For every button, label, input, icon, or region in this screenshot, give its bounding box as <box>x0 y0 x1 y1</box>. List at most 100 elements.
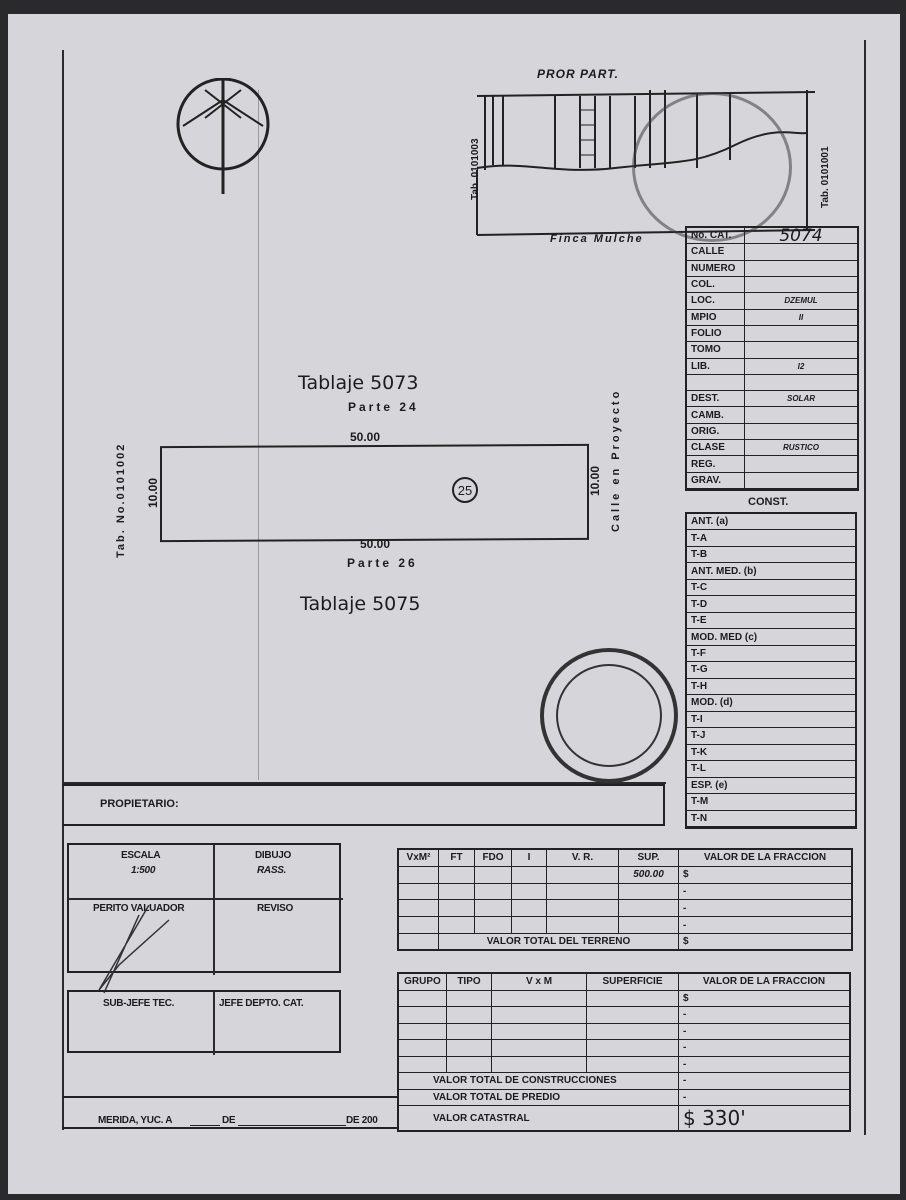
const-row: T-A <box>687 530 855 547</box>
cons-cell <box>399 1023 447 1039</box>
lot-number-badge: 25 <box>452 477 478 503</box>
const-label: T-K <box>691 746 708 758</box>
info-value: I2 <box>797 361 805 371</box>
land-cell <box>512 883 547 900</box>
land-cell <box>512 917 547 933</box>
land-cell: - <box>683 919 687 931</box>
frame-left-border <box>62 50 64 1130</box>
const-label: ESP. (e) <box>691 779 728 791</box>
info-label: COL. <box>687 276 745 293</box>
const-row: T-K <box>687 745 855 762</box>
cons-row: - <box>399 1040 849 1057</box>
cons-header-cell: V x M <box>492 974 587 990</box>
land-total-value: $ <box>683 936 689 947</box>
land-cell: - <box>683 885 687 897</box>
plan-bottom-border <box>62 782 666 784</box>
const-label: T-J <box>691 730 706 742</box>
cons-total-label: VALOR TOTAL DE CONSTRUCCIONES <box>399 1073 679 1089</box>
info-row: GRAV. <box>687 472 857 489</box>
cons-cell <box>399 1007 447 1023</box>
cons-header-cell: VALOR DE LA FRACCION <box>702 976 826 988</box>
date-field[interactable]: MERIDA, YUC. A DE DE 200 <box>62 1096 398 1129</box>
info-label: NUMERO <box>687 260 745 276</box>
info-value <box>745 244 857 259</box>
approval-table: SUB-JEFE TEC. JEFE DEPTO. CAT. <box>67 990 341 1055</box>
const-label: MOD. MED (c) <box>691 631 758 643</box>
const-label: T-C <box>691 582 708 594</box>
land-header-cell: VALOR DE LA FRACCION <box>703 852 827 864</box>
const-label: T-D <box>691 598 708 610</box>
const-label: T-G <box>691 664 708 676</box>
info-value: RUSTICO <box>783 443 819 453</box>
cons-total-label: VALOR TOTAL DE PREDIO <box>399 1089 679 1105</box>
info-label: TOMO <box>687 342 745 358</box>
land-cell <box>512 866 547 883</box>
cons-cell <box>399 990 447 1006</box>
land-cell <box>439 866 475 883</box>
cons-total-row: VALOR CATASTRAL$ 330' <box>399 1106 849 1130</box>
land-cell <box>547 883 619 900</box>
cons-cell: - <box>683 1058 687 1070</box>
const-label: T-F <box>691 648 706 660</box>
info-row: CAMB. <box>687 407 857 424</box>
date-place-label: MERIDA, YUC. A <box>98 1115 173 1126</box>
const-row: T-E <box>687 613 855 630</box>
const-row: T-I <box>687 712 855 729</box>
land-row: - <box>399 900 851 918</box>
cons-total-row: VALOR TOTAL DE CONSTRUCCIONES- <box>399 1073 849 1090</box>
land-total-label: VALOR TOTAL DEL TERRENO <box>439 934 679 949</box>
info-row: REG. <box>687 456 857 473</box>
right-dimension: 10.00 <box>588 465 602 496</box>
top-parte-label: Parte 24 <box>348 400 419 414</box>
info-row: LIB. I2 <box>687 358 857 375</box>
cons-cell <box>447 990 492 1006</box>
info-label: CALLE <box>687 244 745 260</box>
info-label: ORIG. <box>687 423 745 440</box>
info-value <box>745 407 857 422</box>
info-label: MPIO <box>687 309 745 325</box>
owner-field[interactable]: PROPIETARIO: <box>62 784 665 826</box>
land-cell: 500.00 <box>619 866 679 883</box>
const-row: ANT. (a) <box>687 514 855 531</box>
cons-total-value: - <box>683 1091 687 1103</box>
const-row: MOD. (d) <box>687 695 855 712</box>
const-row: T-H <box>687 679 855 696</box>
const-row: MOD. MED (c) <box>687 629 855 646</box>
cons-total-value: - <box>683 1075 687 1087</box>
subjefe-label: SUB-JEFE TEC. <box>103 998 175 1009</box>
land-cell <box>475 883 512 900</box>
const-label: ANT. MED. (b) <box>691 565 757 577</box>
land-header-cell: VxM² <box>399 850 439 866</box>
left-neighbor-top-label: Tab. 0101003 <box>470 138 481 200</box>
bottom-tablaje-label: Tablaje 5075 <box>300 593 421 615</box>
land-total-blank <box>399 934 439 949</box>
info-label: GRAV. <box>687 472 745 488</box>
info-value: SOLAR <box>787 394 815 404</box>
info-label: FOLIO <box>687 325 745 342</box>
info-label: LIB. <box>687 358 745 374</box>
const-row: T-B <box>687 547 855 564</box>
cons-cell <box>447 1056 492 1072</box>
const-row: T-G <box>687 662 855 679</box>
cons-row: $ <box>399 990 849 1007</box>
const-row: ANT. MED. (b) <box>687 563 855 580</box>
cons-cell <box>492 1007 587 1023</box>
info-label <box>687 374 745 391</box>
catastro-stamp <box>540 648 678 783</box>
signature-table: ESCALA 1:500 DIBUJO RASS. PERITO VALUADO… <box>67 843 343 994</box>
frame-right-border <box>864 40 866 1135</box>
perito-label: PERITO VALUADOR <box>93 903 185 914</box>
top-neighbor-label: PROR PART. <box>537 67 620 81</box>
const-label: T-L <box>691 763 706 775</box>
land-row: - <box>399 917 851 934</box>
cons-total-label: VALOR CATASTRAL <box>399 1106 679 1130</box>
const-label: T-I <box>691 713 703 725</box>
info-value <box>745 375 857 390</box>
right-street-label: Calle en Proyecto <box>610 388 622 532</box>
owner-label: PROPIETARIO: <box>100 798 179 810</box>
info-value <box>745 326 857 341</box>
